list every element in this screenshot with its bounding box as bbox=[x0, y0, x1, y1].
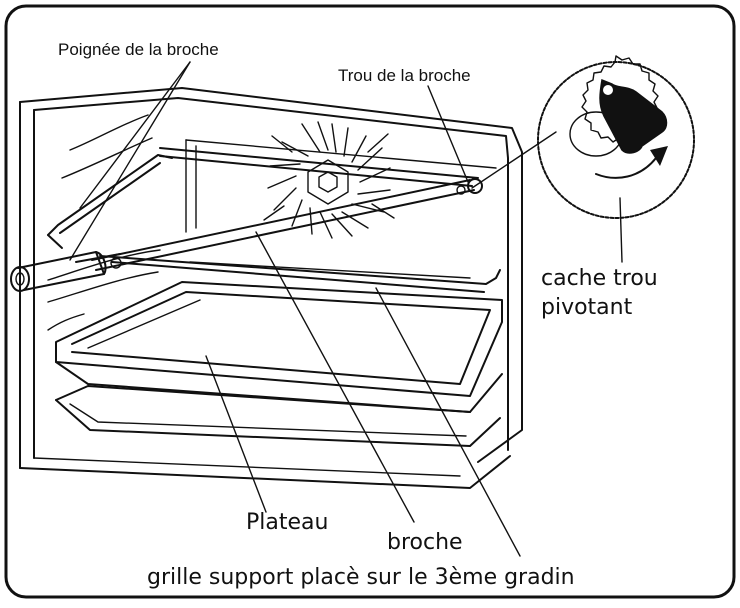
shelf-guides bbox=[47, 114, 161, 331]
spit-handle bbox=[10, 251, 122, 292]
label-rack: grille support placè sur le 3ème gradin bbox=[147, 565, 575, 590]
tray-plateau bbox=[55, 281, 503, 447]
label-cover: cache trou pivotant bbox=[541, 264, 711, 322]
label-spit: broche bbox=[387, 530, 463, 555]
leader-lines bbox=[69, 61, 623, 557]
label-handle: Poignée de la broche bbox=[58, 40, 219, 59]
hole-cover-icon bbox=[599, 78, 668, 154]
label-cover-text: cache trou pivotant bbox=[541, 266, 658, 320]
spit-broche bbox=[75, 178, 483, 271]
oven-cavity bbox=[19, 87, 523, 489]
label-tray: Plateau bbox=[246, 510, 329, 535]
hole-cover-inset bbox=[537, 55, 695, 219]
rotation-arrow-icon bbox=[595, 146, 668, 179]
rack-grille bbox=[47, 147, 501, 293]
diagram-frame bbox=[4, 4, 736, 599]
label-hole: Trou de la broche bbox=[338, 66, 471, 85]
